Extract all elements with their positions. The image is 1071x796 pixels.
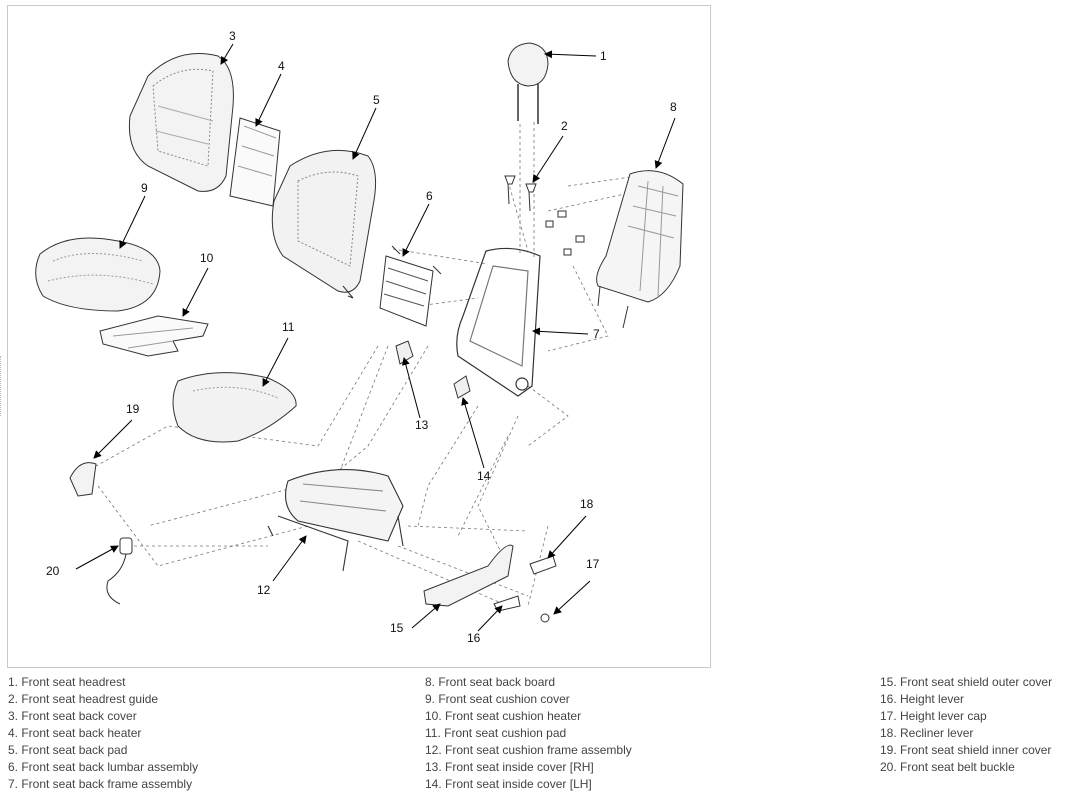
callout-6: 6 bbox=[426, 189, 433, 203]
legend-item: 1. Front seat headrest bbox=[8, 675, 126, 689]
legend-column-3: 15. Front seat shield outer cover 16. He… bbox=[880, 674, 1052, 776]
legend-item: 7. Front seat back frame assembly bbox=[8, 777, 193, 791]
callout-8: 8 bbox=[670, 100, 677, 114]
callout-numbers: 1 2 3 4 5 6 7 8 9 10 11 12 13 14 15 16 1… bbox=[46, 29, 677, 645]
callout-3: 3 bbox=[229, 29, 236, 43]
callout-17: 17 bbox=[586, 557, 600, 571]
seat-belt-buckle bbox=[106, 537, 133, 605]
callout-16: 16 bbox=[467, 631, 481, 645]
seat-cushion-cover bbox=[35, 237, 161, 312]
legend-column-1: 1. Front seat headrest 2. Front seat hea… bbox=[8, 674, 198, 793]
lumbar-assembly bbox=[379, 245, 442, 327]
seat-back-pad bbox=[271, 149, 377, 299]
callout-2: 2 bbox=[561, 119, 568, 133]
back-board-clips bbox=[545, 210, 585, 256]
legend-item: 8. Front seat back board bbox=[425, 675, 556, 689]
seat-back-cover bbox=[128, 53, 234, 192]
headrest-guides bbox=[504, 175, 537, 212]
recliner-lever bbox=[529, 555, 557, 575]
legend-item: 19. Front seat shield inner cover bbox=[880, 743, 1052, 757]
legend-item: 12. Front seat cushion frame assembly bbox=[425, 743, 632, 757]
legend-item: 14. Front seat inside cover [LH] bbox=[425, 777, 592, 791]
seat-back-heater bbox=[229, 117, 281, 207]
callout-14: 14 bbox=[477, 469, 491, 483]
legend-item: 15. Front seat shield outer cover bbox=[880, 675, 1053, 689]
callout-5: 5 bbox=[373, 93, 380, 107]
callout-9: 9 bbox=[141, 181, 148, 195]
callout-7: 7 bbox=[593, 327, 600, 341]
height-lever-cap bbox=[540, 613, 550, 623]
legend-item: 13. Front seat inside cover [RH] bbox=[425, 760, 594, 774]
exploded-diagram: 1 2 3 4 5 6 7 8 9 10 11 12 13 14 15 16 1… bbox=[7, 5, 711, 668]
callout-13: 13 bbox=[415, 418, 429, 432]
shield-inner-cover bbox=[69, 462, 97, 497]
callout-20: 20 bbox=[46, 564, 60, 578]
seat-cushion-frame bbox=[267, 469, 404, 572]
legend-item: 17. Height lever cap bbox=[880, 709, 987, 723]
callout-15: 15 bbox=[390, 621, 404, 635]
callout-19: 19 bbox=[126, 402, 140, 416]
legend-item: 4. Front seat back heater bbox=[8, 726, 142, 740]
callout-4: 4 bbox=[278, 59, 285, 73]
seat-back-board bbox=[596, 170, 684, 329]
height-lever bbox=[493, 595, 521, 612]
legend-item: 18. Recliner lever bbox=[880, 726, 974, 740]
legend-column-2: 8. Front seat back board 9. Front seat c… bbox=[425, 674, 632, 793]
page-edge-marker bbox=[0, 356, 3, 416]
seat-back-frame bbox=[456, 247, 541, 397]
seat-cushion-pad bbox=[172, 372, 297, 443]
callout-18: 18 bbox=[580, 497, 594, 511]
legend-item: 9. Front seat cushion cover bbox=[425, 692, 570, 706]
callout-1: 1 bbox=[600, 49, 607, 63]
legend-item: 2. Front seat headrest guide bbox=[8, 692, 159, 706]
legend-item: 3. Front seat back cover bbox=[8, 709, 137, 723]
legend-item: 16. Height lever bbox=[880, 692, 965, 706]
seat-cushion-heater bbox=[99, 315, 209, 357]
diagram-drawing: 1 2 3 4 5 6 7 8 9 10 11 12 13 14 15 16 1… bbox=[35, 29, 684, 645]
callout-10: 10 bbox=[200, 251, 214, 265]
legend-item: 11. Front seat cushion pad bbox=[425, 726, 567, 740]
shield-outer-cover bbox=[423, 544, 514, 607]
callout-12: 12 bbox=[257, 583, 271, 597]
legend-item: 20. Front seat belt buckle bbox=[880, 760, 1015, 774]
legend-item: 10. Front seat cushion heater bbox=[425, 709, 582, 723]
legend-item: 5. Front seat back pad bbox=[8, 743, 128, 757]
callout-11: 11 bbox=[282, 320, 295, 334]
legend-item: 6. Front seat back lumbar assembly bbox=[8, 760, 199, 774]
seat-headrest bbox=[507, 42, 549, 124]
callout-leaders bbox=[75, 43, 676, 632]
